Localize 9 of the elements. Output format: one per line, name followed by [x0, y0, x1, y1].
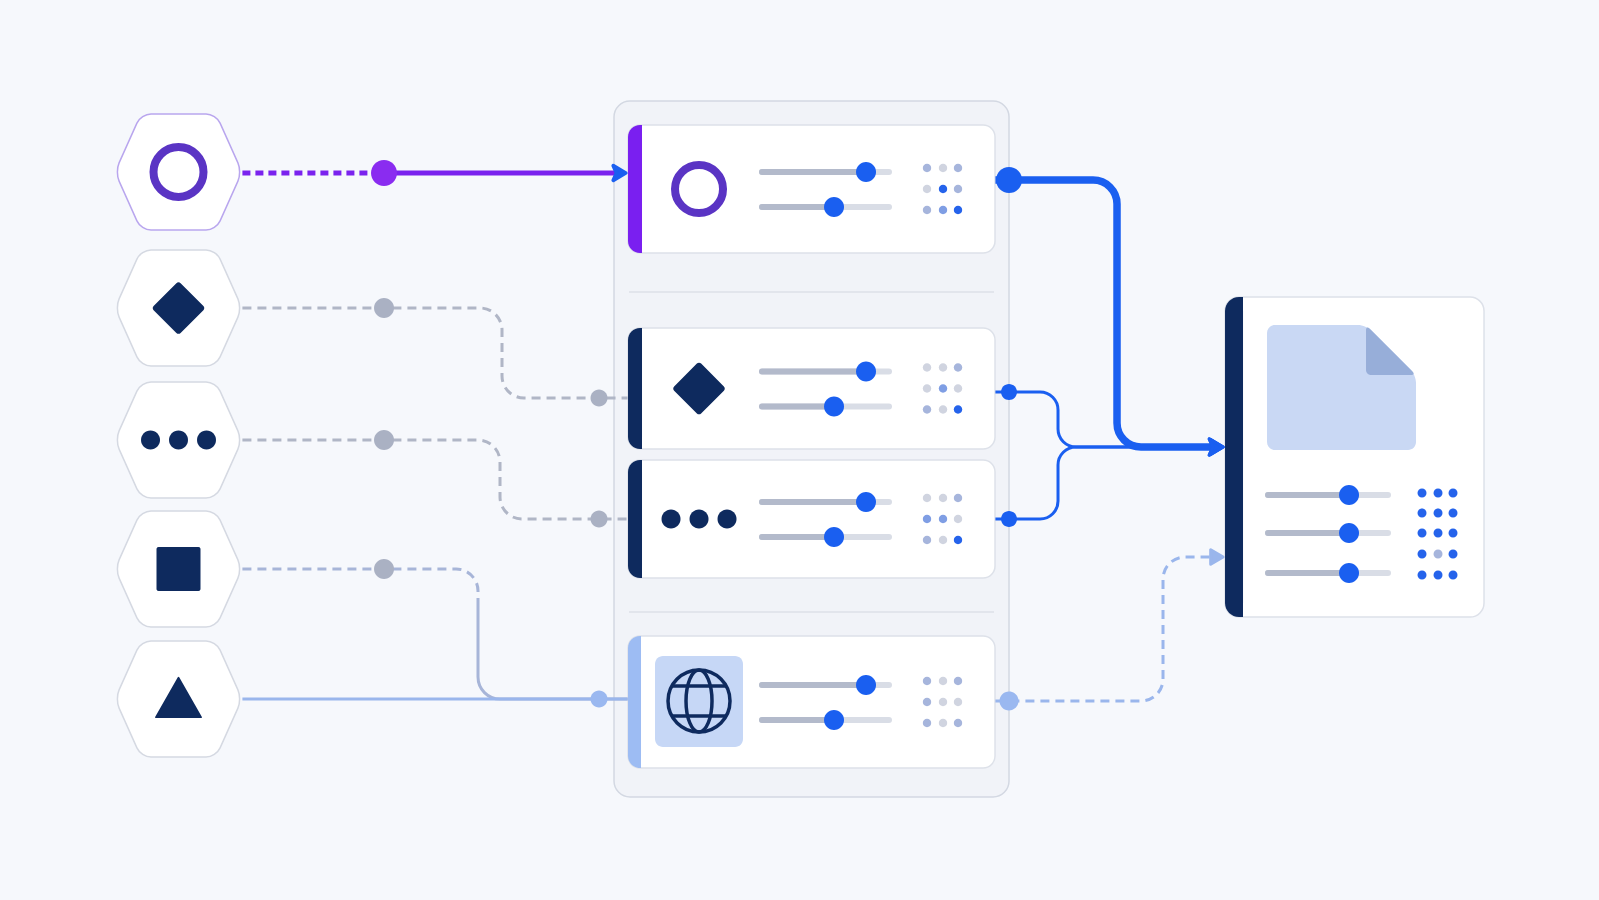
- hexagon: [116, 381, 241, 499]
- connector-line: [242, 697, 628, 701]
- connector-line: [242, 306, 628, 400]
- hexagon: [116, 640, 241, 758]
- hexagon: [116, 113, 241, 231]
- connector-line: [242, 438, 628, 521]
- arrow: [242, 163, 628, 183]
- arrow: [995, 548, 1225, 703]
- arrow: [995, 437, 1225, 521]
